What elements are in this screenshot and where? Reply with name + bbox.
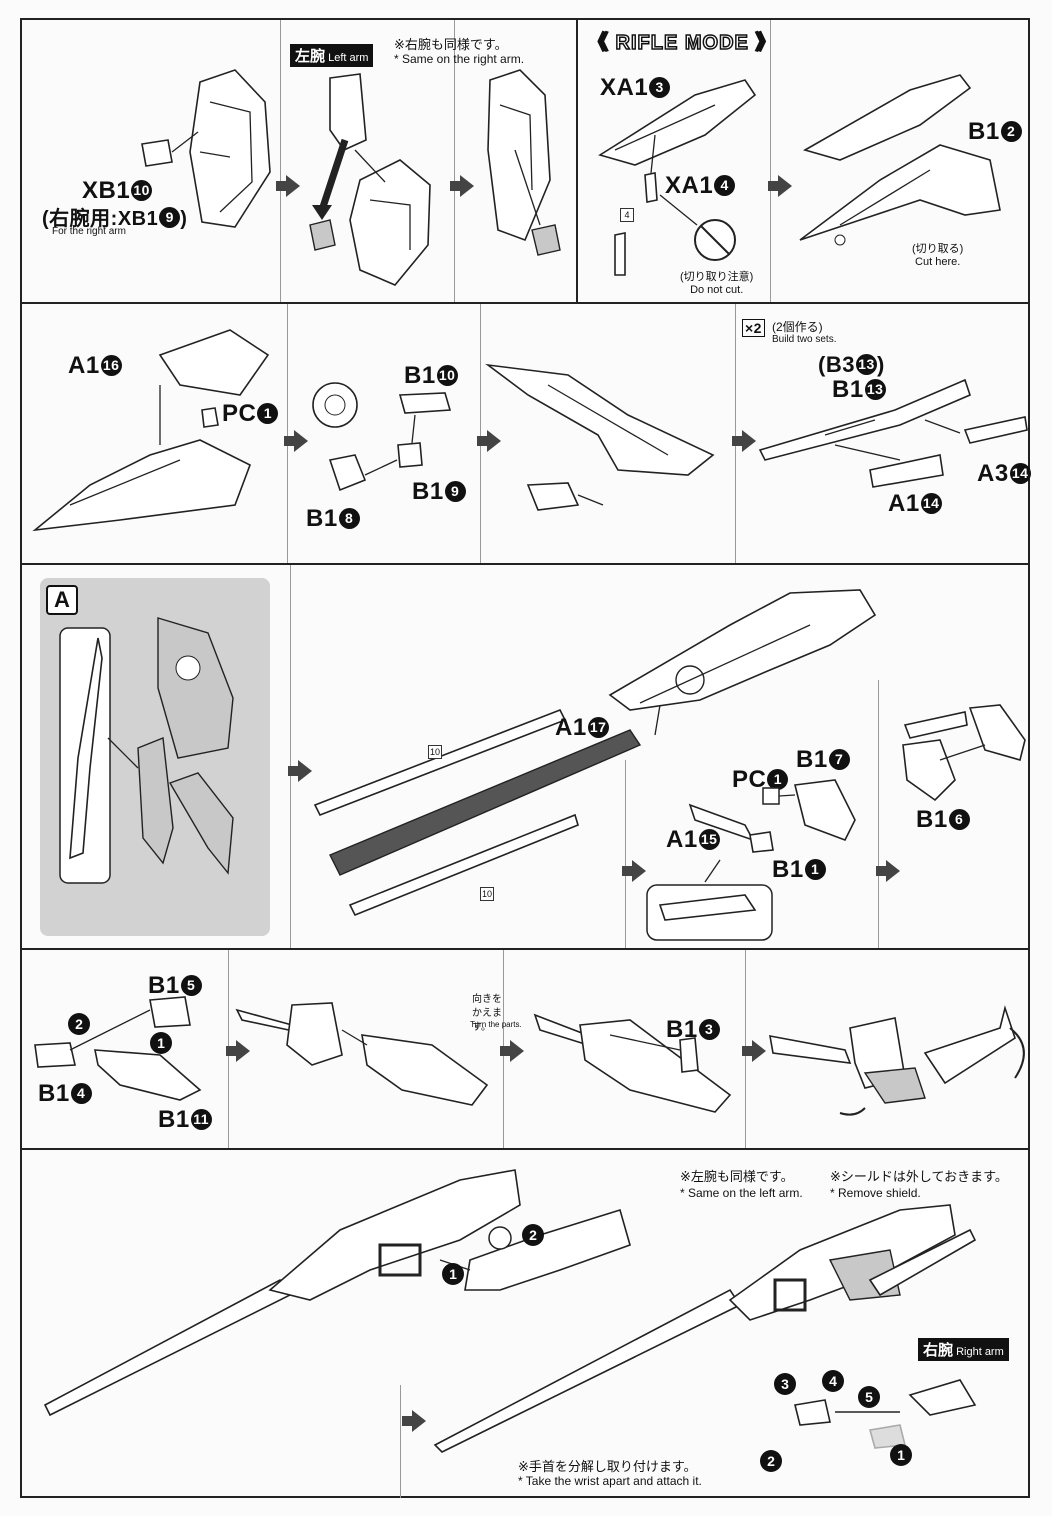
rifle-blade-part-drawing (598, 79, 757, 276)
forearm-assembly-drawing (235, 1002, 489, 1106)
remove-shield-note-en: * Remove shield. (830, 1186, 921, 1200)
rifle-blade-assembly-drawing (799, 74, 1001, 246)
rifle-mode-title: 《 RIFLE MODE 》 (587, 31, 777, 55)
row-divider (20, 302, 1030, 304)
step-arrow (450, 175, 474, 197)
row-divider (20, 948, 1030, 950)
step-arrow (622, 860, 646, 882)
step-arrow (768, 175, 792, 197)
rifle-long-barrel-drawing (313, 589, 877, 917)
step-number-5: 5 (858, 1386, 880, 1408)
step-arrow (742, 1040, 766, 1062)
forearm-parts-drawing (34, 996, 202, 1101)
rifle-attach-drawing (43, 1169, 631, 1417)
step-number-1: 1 (890, 1444, 912, 1466)
build-two-sets-badge: ×2 (742, 319, 765, 337)
grip-subassembly-drawing (902, 704, 1026, 802)
step-arrow (284, 430, 308, 452)
cut-here-instruction: (切り取る)Cut here. (912, 243, 964, 268)
step-arrow (876, 860, 900, 882)
arm-armor-part-drawing (141, 69, 271, 228)
forearm-joint-drawing (533, 1013, 732, 1113)
row-divider (20, 1148, 1030, 1150)
build-two-sets-jp: (2個作る) (772, 320, 823, 334)
step-arrow (288, 760, 312, 782)
right-arm-tag: 右腕 Right arm (918, 1338, 1009, 1361)
wrist-note-en: * Take the wrist apart and attach it. (518, 1474, 702, 1488)
turn-parts-note-en: Turn the parts. (470, 1020, 522, 1029)
right-arm-note: For the right arm (52, 226, 126, 237)
rifle-handheld-drawing (433, 1204, 977, 1453)
left-arm-assembled-drawing (487, 69, 561, 256)
step-number-2: 2 (760, 1450, 782, 1472)
forearm-rotate-drawing (769, 1005, 1025, 1116)
left-arm-assembly-drawing (309, 73, 431, 286)
step-number-1: 1 (442, 1263, 464, 1285)
remove-shield-note-jp: ※シールドは外しておきます。 (830, 1169, 1008, 1184)
build-two-sets-en: Build two sets. (772, 334, 837, 345)
row-divider (20, 563, 1030, 565)
grip-parts-drawing (646, 779, 856, 941)
manual-page-frame (20, 18, 1030, 1498)
right-arm-note-jp: ※右腕も同様です。 (394, 37, 508, 52)
step-number-2: 2 (522, 1224, 544, 1246)
rifle-body-part-drawing (32, 329, 270, 532)
step-number-2: 2 (68, 1013, 90, 1035)
step-arrow (276, 175, 300, 197)
step-arrow (477, 430, 501, 452)
wrist-note-jp: ※手首を分解し取り付けます。 (518, 1459, 697, 1474)
barrel-rail-parts-drawing (758, 378, 1028, 488)
gate-number-box: 10 (480, 887, 494, 901)
left-arm-note-jp: ※左腕も同様です。 (680, 1169, 794, 1184)
rifle-body-assembled-drawing (485, 363, 715, 511)
step-number-4: 4 (822, 1370, 844, 1392)
scope-parts-drawing (312, 382, 452, 492)
left-arm-note-en: * Same on the left arm. (680, 1186, 803, 1200)
step-arrow (500, 1040, 524, 1062)
subassembly-a-drawing (59, 617, 234, 884)
step-arrow (732, 430, 756, 452)
turn-parts-note-jp: 向きを かえます。 (472, 994, 502, 1033)
gate-number-box: 4 (620, 208, 634, 222)
gate-number-box: 10 (428, 745, 442, 759)
step-arrow (402, 1410, 426, 1432)
right-arm-note-en: * Same on the right arm. (394, 52, 525, 66)
left-arm-tag: 左腕 Left arm (290, 44, 374, 67)
subassembly-a-label: A (46, 585, 79, 615)
step-number-3: 3 (774, 1373, 796, 1395)
do-not-cut-warning: (切り取り注意)Do not cut. (680, 271, 754, 296)
step-arrow (226, 1040, 250, 1062)
step-number-1: 1 (150, 1032, 172, 1054)
